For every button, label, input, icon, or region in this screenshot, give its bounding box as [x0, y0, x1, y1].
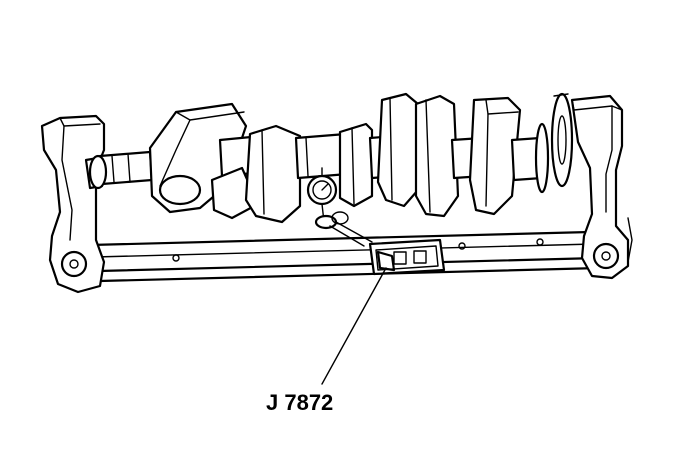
stand-base-rail: [50, 230, 602, 284]
dial-indicator: [306, 167, 373, 247]
stand-right-upright: [570, 94, 633, 280]
magnetic-base: [368, 238, 446, 276]
callout-label-tool: J 7872: [266, 390, 333, 415]
callout-tool: J 7872: [266, 267, 387, 415]
stand-left-upright: [40, 114, 106, 294]
crankshaft: [84, 92, 574, 224]
